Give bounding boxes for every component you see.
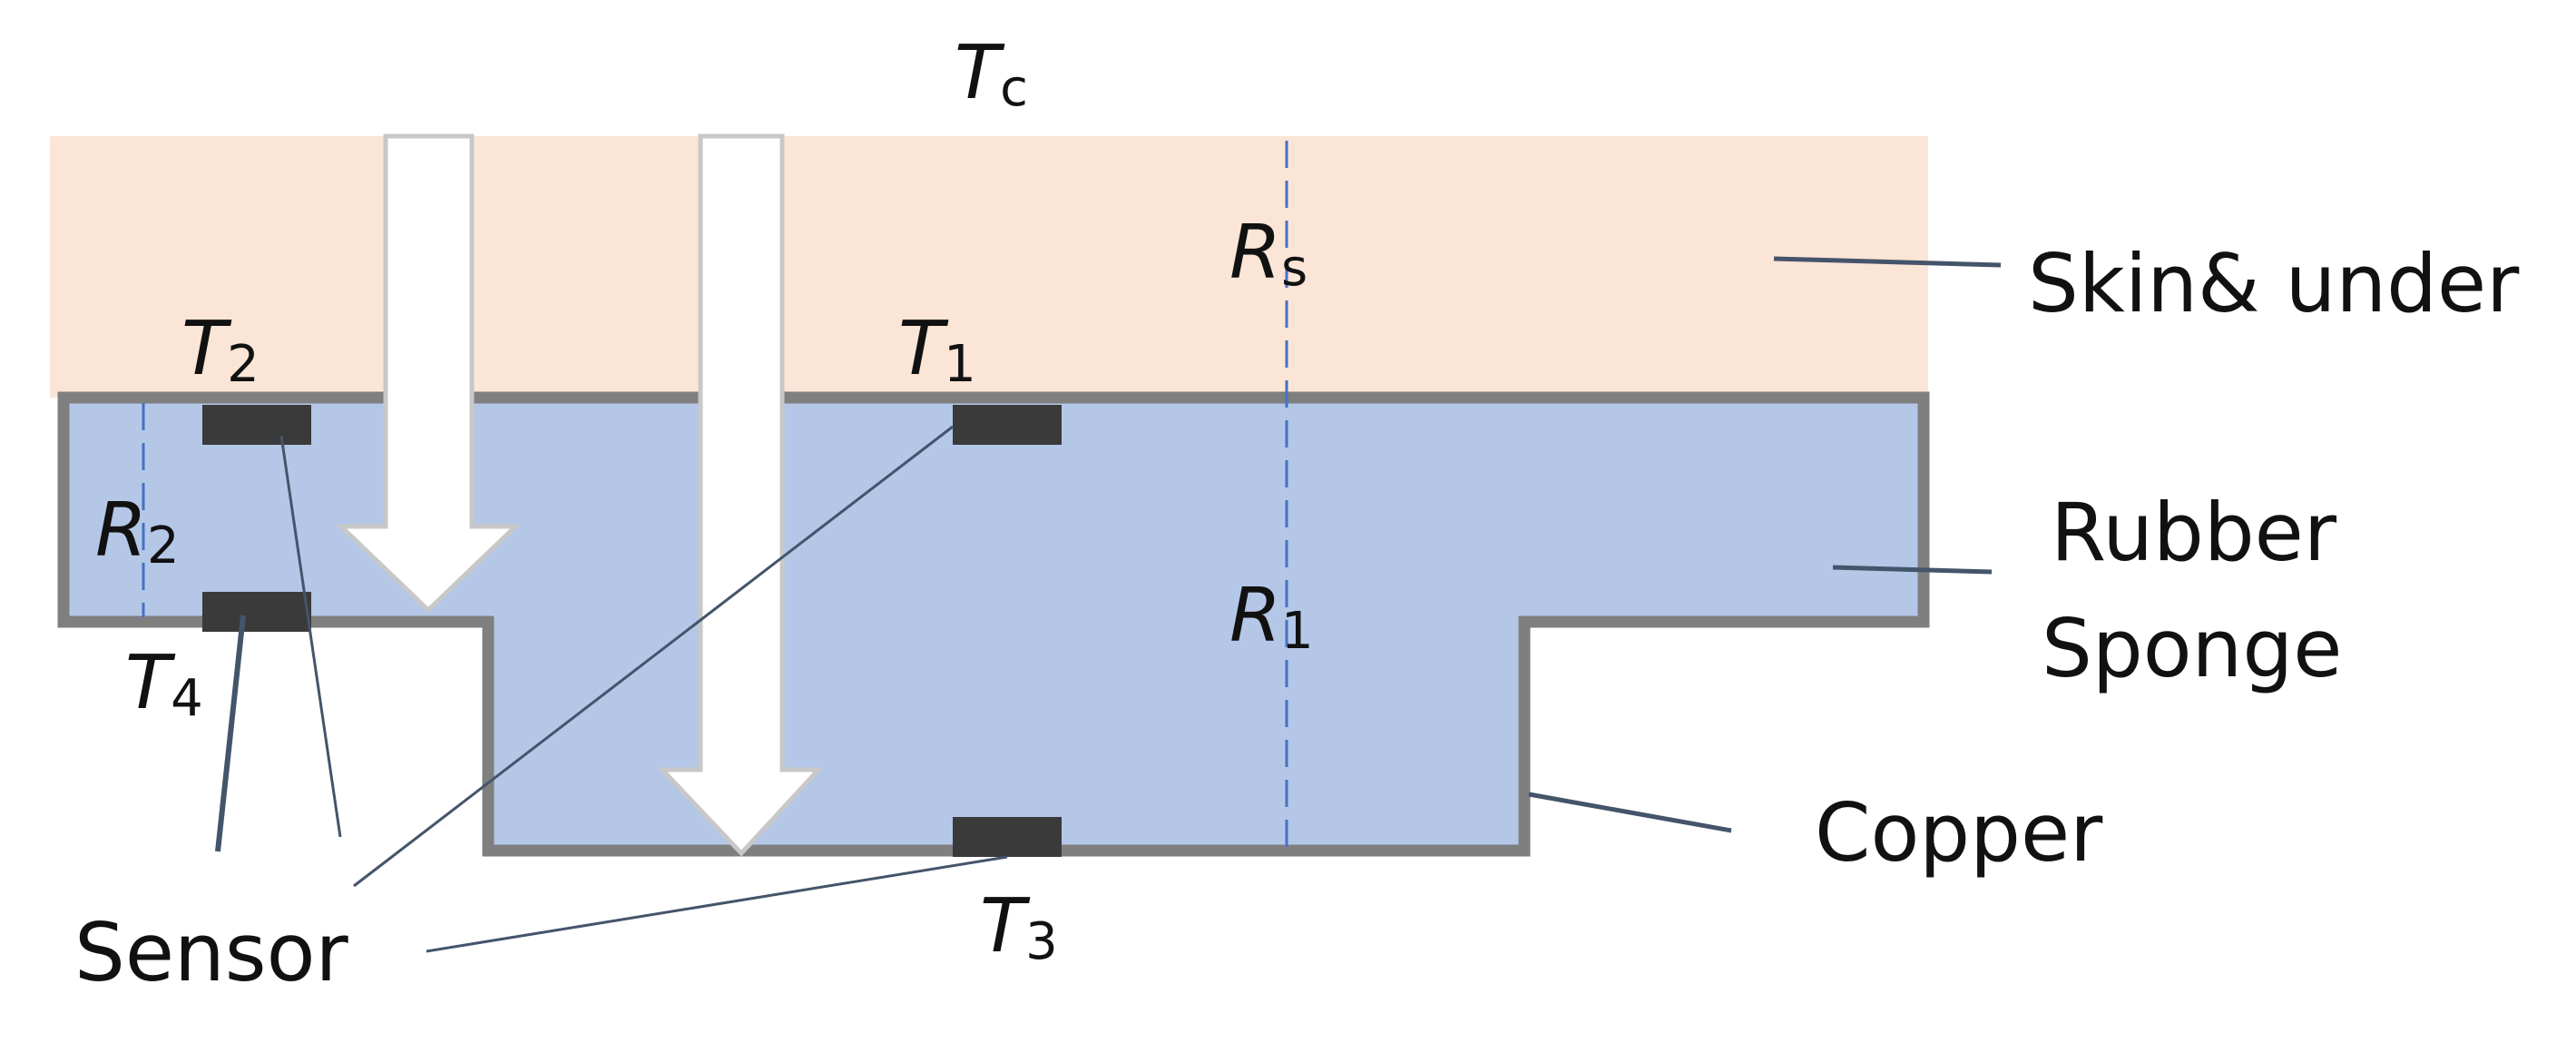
label-t3: T3: [980, 883, 1058, 971]
sensor-t4: [202, 592, 311, 632]
label-r1: R1: [1229, 573, 1314, 661]
sensor-t1: [953, 405, 1062, 445]
label-copper: Copper: [1815, 786, 2103, 880]
leader-skin: [1773, 256, 2002, 268]
label-t2: T2: [181, 306, 260, 394]
heat-flow-arrow-center: [657, 133, 824, 857]
label-tc: Tc: [955, 30, 1028, 118]
sensor-t3: [953, 817, 1062, 857]
label-rubber-line2: Sponge: [2042, 602, 2342, 695]
label-rubber-line1: Rubber: [2051, 486, 2337, 579]
label-rs: Rs: [1229, 210, 1308, 298]
label-r2: R2: [95, 487, 180, 576]
heat-flow-arrow-left: [335, 133, 522, 614]
rubber-sponge-body: [57, 391, 1930, 857]
label-sensor: Sensor: [74, 906, 348, 999]
leader-copper: [1528, 792, 1732, 833]
leader-sensor-t1: [353, 425, 954, 888]
label-t4: T4: [125, 640, 203, 728]
skin-layer: [50, 136, 1928, 398]
label-skin: Skin& under: [2028, 237, 2520, 330]
leader-sensor-t3: [426, 855, 1008, 953]
leader-rubber: [1832, 565, 1993, 575]
label-t1: T1: [898, 306, 976, 394]
leader-sensor-t4: [215, 615, 246, 852]
leader-sensor-t2: [279, 435, 342, 838]
sensor-t2: [202, 405, 311, 445]
